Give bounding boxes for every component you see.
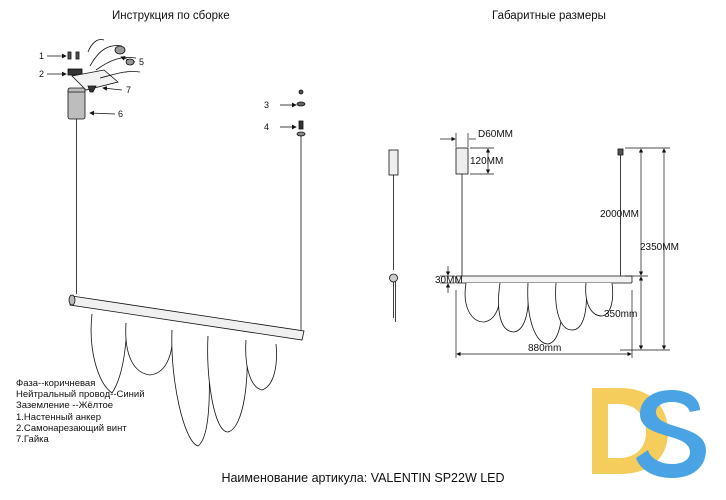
ceiling-kit	[47, 39, 306, 447]
wiring-legend: Фаза--коричневая Нейтральный провод--Син…	[16, 378, 145, 445]
dimension-lines	[440, 133, 670, 358]
svg-text:350mm: 350mm	[604, 309, 637, 320]
svg-text:120MM: 120MM	[470, 156, 503, 167]
svg-text:4: 4	[264, 122, 269, 132]
legend-line: 7.Гайка	[16, 434, 49, 446]
legend-line: Нейтральный провод--Синий	[16, 389, 145, 401]
legend-line: Фаза--коричневая	[16, 378, 96, 389]
svg-text:2000MM: 2000MM	[600, 209, 639, 220]
svg-text:3: 3	[264, 100, 269, 110]
legend-line: Заземление --Жёлтое	[16, 400, 114, 412]
svg-text:880mm: 880mm	[528, 343, 561, 354]
assembly-heading: Инструкция по сборке	[112, 10, 230, 22]
svg-text:6: 6	[118, 109, 123, 119]
svg-text:2: 2	[39, 69, 44, 79]
article-name: Наименование артикула: VALENTIN SP22W LE…	[221, 471, 505, 485]
svg-text:5: 5	[139, 57, 144, 67]
svg-text:2350MM: 2350MM	[640, 242, 679, 253]
dimensions-heading: Габаритные размеры	[492, 10, 606, 22]
legend-line: 1.Настенный анкер	[16, 411, 101, 423]
svg-text:D60MM: D60MM	[478, 129, 513, 140]
svg-text:30MM: 30MM	[435, 275, 463, 286]
ds-logo	[592, 388, 706, 478]
callout-numbers: 1 2 3 4 5 6 7	[39, 51, 269, 132]
front-view	[455, 147, 633, 345]
svg-text:7: 7	[126, 85, 131, 95]
side-view	[388, 149, 399, 322]
svg-text:1: 1	[39, 51, 44, 61]
legend-line: 2.Самонарезающий винт	[16, 422, 127, 434]
dimension-texts: D60MM 120MM 2000MM 2350MM 350mm 880mm 30…	[435, 129, 679, 354]
